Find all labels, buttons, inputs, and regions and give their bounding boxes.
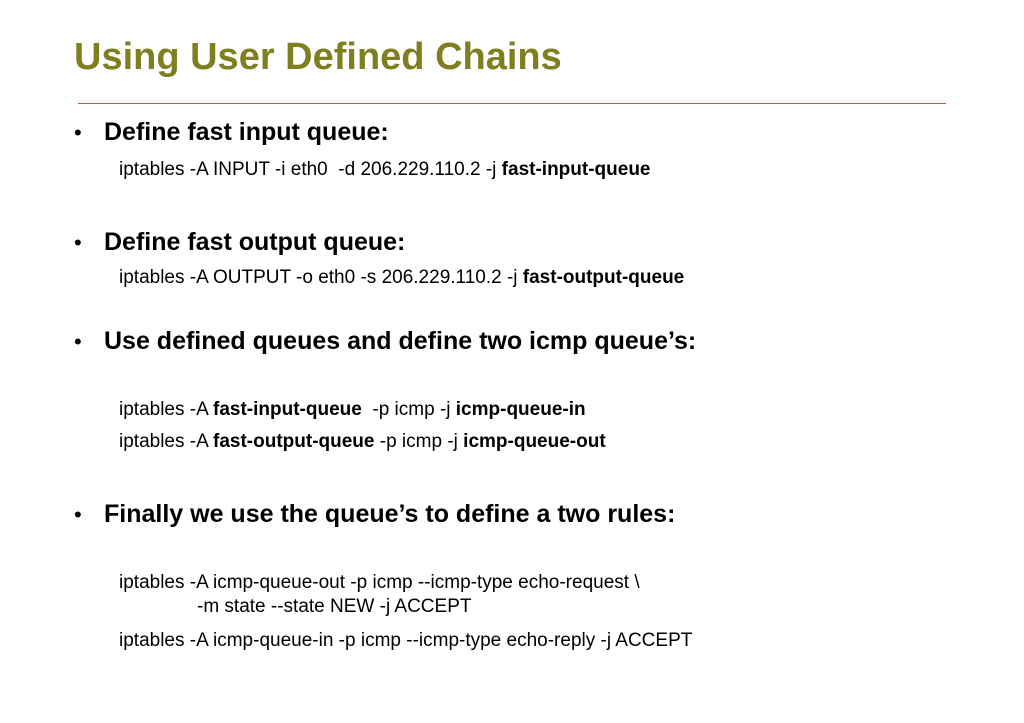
code-text: iptables -A — [119, 399, 213, 420]
code-line: iptables -A fast-input-queue -p icmp -j … — [119, 399, 586, 421]
code-line: iptables -A INPUT -i eth0 -d 206.229.110… — [119, 159, 651, 181]
bullet-icon: • — [74, 502, 82, 527]
code-text: -p icmp -j — [374, 431, 464, 452]
bullet-text: Define fast output queue: — [104, 228, 406, 256]
code-chain-name: fast-input-queue — [501, 159, 651, 180]
code-chain-name: icmp-queue-out — [463, 431, 606, 452]
bullet-icon: • — [74, 329, 82, 354]
bullet-icon: • — [74, 120, 82, 145]
slide-title: Using User Defined Chains — [74, 36, 562, 78]
code-line: iptables -A icmp-queue-in -p icmp --icmp… — [119, 630, 693, 651]
code-chain-name: fast-output-queue — [213, 431, 375, 452]
bullet-item: • Define fast output queue: — [74, 228, 405, 257]
bullet-text: Use defined queues and define two icmp q… — [104, 327, 697, 355]
code-chain-name: fast-input-queue — [213, 399, 362, 420]
code-text: iptables -A — [119, 431, 213, 452]
bullet-item: • Finally we use the queue’s to define a… — [74, 500, 675, 529]
code-line: iptables -A fast-output-queue -p icmp -j… — [119, 431, 606, 453]
code-line: iptables -A OUTPUT -o eth0 -s 206.229.11… — [119, 267, 684, 289]
code-text: -p icmp -j — [361, 399, 456, 420]
code-line: iptables -A icmp-queue-out -p icmp --icm… — [119, 572, 640, 593]
bullet-text: Finally we use the queue’s to define a t… — [104, 500, 676, 528]
bullet-item: • Define fast input queue: — [74, 118, 389, 147]
code-text: iptables -A INPUT -i eth0 -d 206.229.110… — [119, 159, 502, 180]
bullet-icon: • — [74, 230, 82, 255]
code-chain-name: fast-output-queue — [522, 267, 685, 288]
bullet-text: Define fast input queue: — [104, 118, 389, 146]
bullet-item: • Use defined queues and define two icmp… — [74, 327, 696, 356]
code-line-continuation: -m state --state NEW -j ACCEPT — [197, 596, 472, 617]
title-divider — [78, 103, 946, 104]
code-chain-name: icmp-queue-in — [455, 399, 586, 420]
code-text: iptables -A OUTPUT -o eth0 -s 206.229.11… — [119, 267, 523, 288]
